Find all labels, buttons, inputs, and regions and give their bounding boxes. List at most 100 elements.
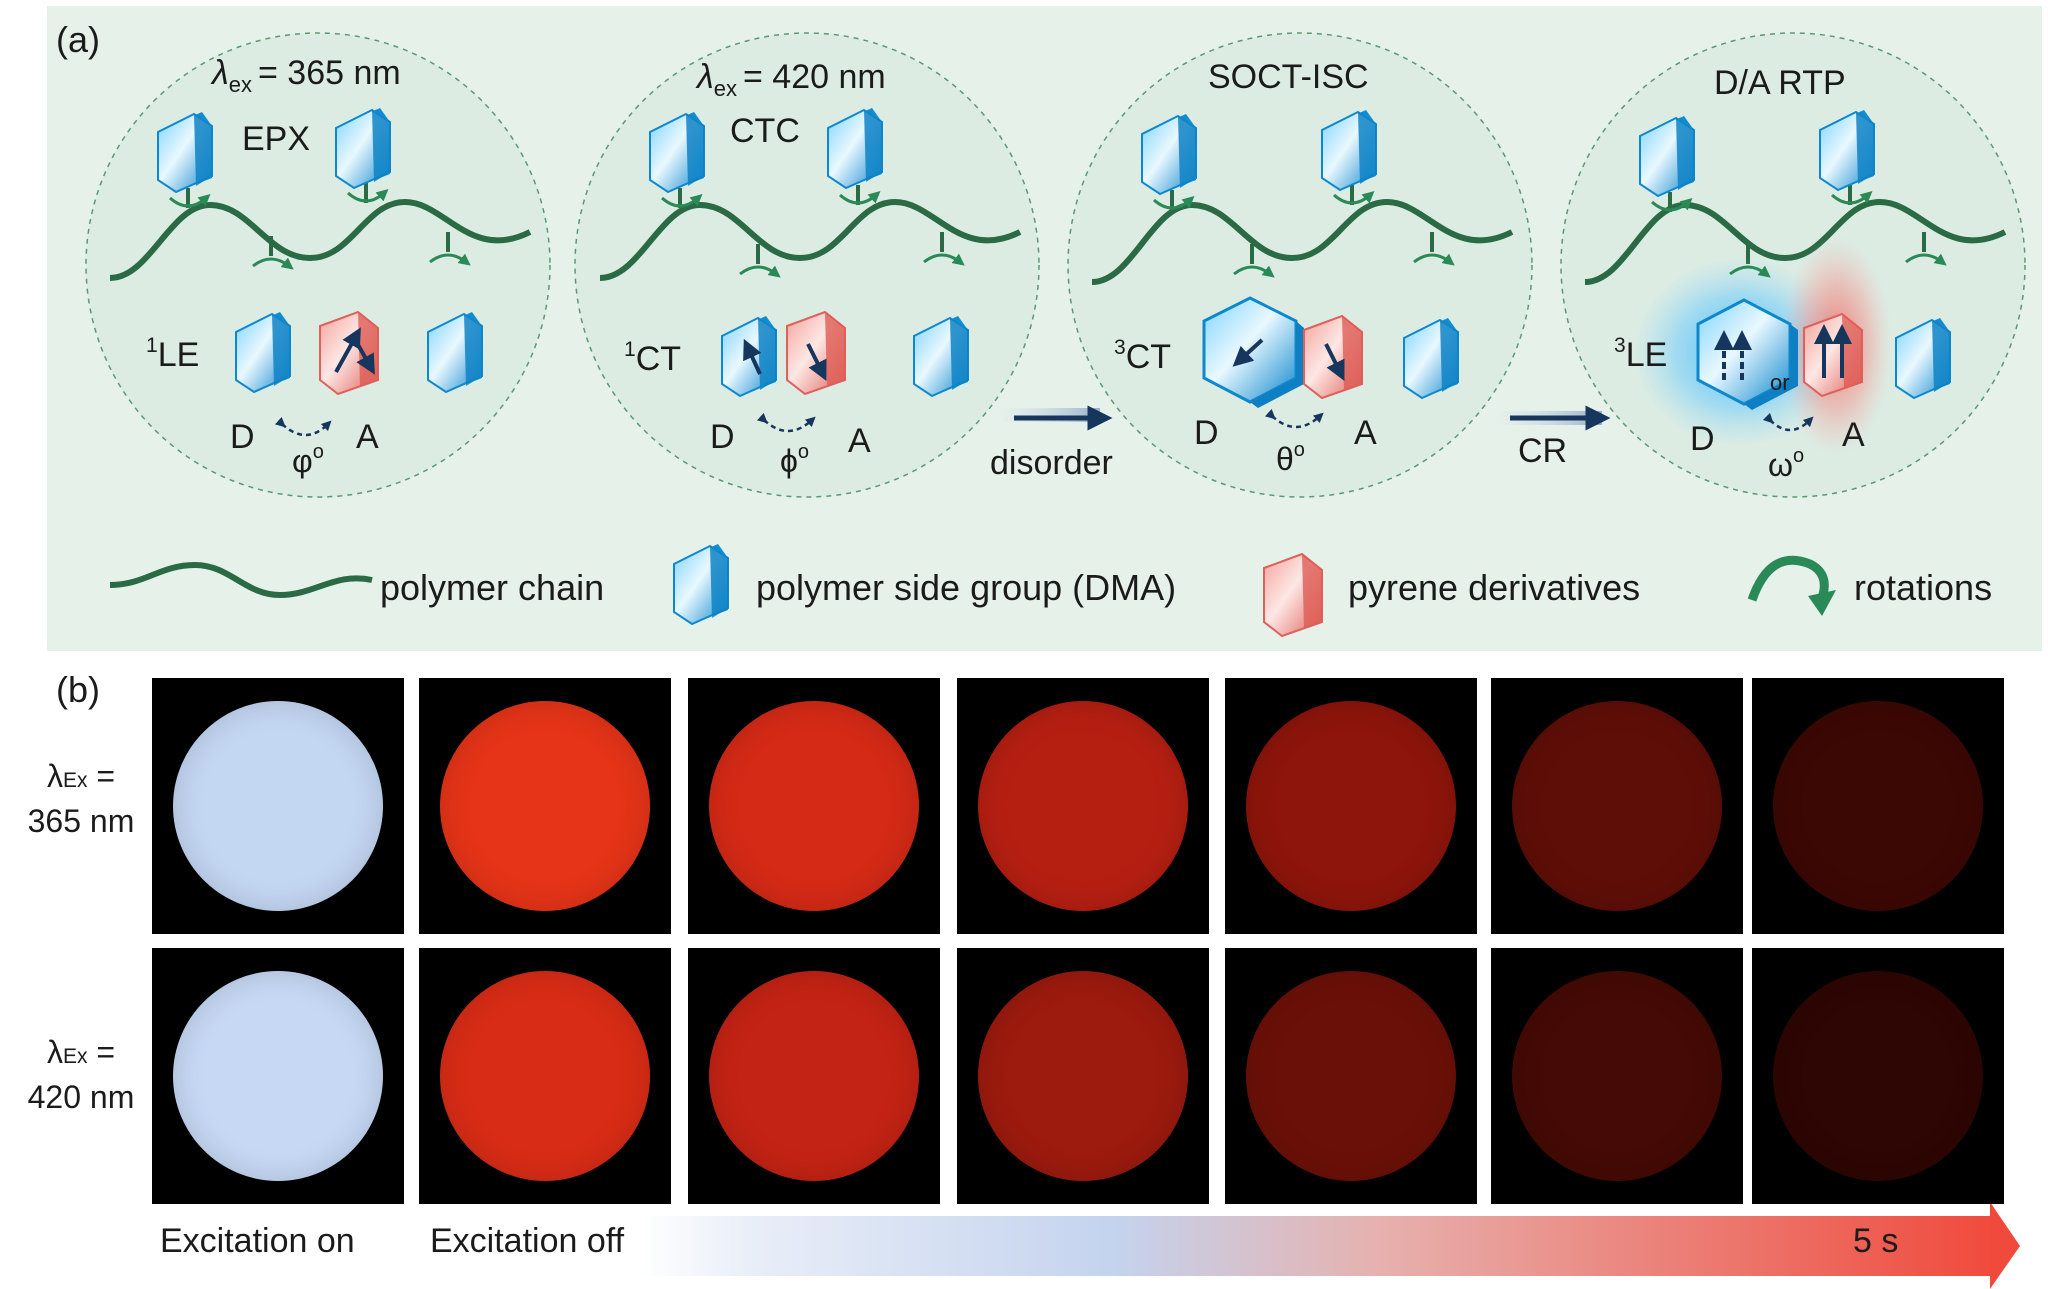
rotation-arrow bbox=[1333, 191, 1375, 205]
transition-label: disorder bbox=[990, 444, 1113, 482]
angle-arrow bbox=[1762, 412, 1814, 432]
emission-disc bbox=[978, 971, 1188, 1181]
spin-arrow bbox=[1232, 338, 1264, 367]
angle-symbol: ϕ bbox=[780, 443, 798, 479]
photo-tile bbox=[152, 948, 404, 1204]
photo-tile bbox=[957, 948, 1209, 1204]
rotation-arrow bbox=[1153, 196, 1195, 210]
lambda-sub: ex bbox=[714, 76, 737, 101]
state-label: LE bbox=[1626, 336, 1668, 374]
angle-sup: o bbox=[1294, 439, 1305, 461]
stage-da-rtp: D/A RTP or 3LE D A ωo bbox=[1560, 32, 2026, 498]
rotation-arrow bbox=[252, 257, 294, 270]
polymer-chain bbox=[1584, 198, 2007, 285]
time-end-label: 5 s bbox=[1853, 1222, 1899, 1260]
emission-disc bbox=[173, 701, 383, 911]
wavelength-value: 420 nm bbox=[27, 1079, 135, 1115]
spin-arrow bbox=[743, 338, 762, 375]
excitation-off-label: Excitation off bbox=[430, 1222, 625, 1260]
photo-tile bbox=[688, 678, 940, 934]
acceptor-label: A bbox=[848, 422, 871, 460]
spin-arrow bbox=[806, 343, 827, 381]
photo-tile bbox=[688, 948, 940, 1204]
photo-tile bbox=[152, 678, 404, 934]
angle-symbol: θ bbox=[1276, 441, 1294, 477]
angle-sup: o bbox=[798, 441, 809, 463]
legend-pyrene-label: pyrene derivatives bbox=[1348, 567, 1640, 608]
emission-disc bbox=[978, 701, 1188, 911]
rotation-arrow bbox=[169, 194, 211, 208]
donor-label: D bbox=[710, 418, 735, 456]
equals-sign: = bbox=[96, 758, 116, 794]
rotation-arrow bbox=[1413, 253, 1455, 266]
lambda-symbol: λ bbox=[46, 1034, 63, 1070]
angle-symbol: ω bbox=[1768, 447, 1793, 483]
rotation-arrow bbox=[839, 191, 881, 205]
state-sup: 3 bbox=[1614, 334, 1626, 357]
svg-text:3LE: 3LE bbox=[1614, 334, 1667, 374]
svg-text:3CT: 3CT bbox=[1114, 336, 1171, 376]
emission-disc bbox=[440, 701, 650, 911]
photo-tile bbox=[957, 678, 1209, 934]
emission-disc bbox=[1246, 971, 1456, 1181]
angle-sup: o bbox=[1793, 445, 1804, 467]
state-sup: 1 bbox=[146, 334, 158, 357]
stage-title: D/A RTP bbox=[1714, 64, 1846, 102]
angle-sup: o bbox=[313, 441, 324, 463]
lambda-sub: ex bbox=[229, 72, 252, 97]
acceptor-label: A bbox=[356, 418, 379, 456]
rotation-arrow bbox=[1651, 198, 1693, 212]
rotation-arrow bbox=[661, 194, 703, 208]
complex-label: EPX bbox=[242, 120, 310, 158]
excitation-on-label: Excitation on bbox=[160, 1222, 355, 1260]
rotation-arrow bbox=[923, 253, 965, 266]
svg-text:1LE: 1LE bbox=[146, 334, 199, 374]
svg-text:1CT: 1CT bbox=[624, 338, 681, 378]
spin-arrow bbox=[1324, 343, 1345, 381]
legend: polymer chain polymer side group (DMA) p… bbox=[109, 543, 1992, 637]
decay-time-bar bbox=[640, 1216, 1995, 1276]
row-label-365: λEx = 365 nm bbox=[6, 756, 156, 841]
polymer-chain bbox=[599, 198, 1022, 281]
stage-soct-isc: SOCT-ISC 3CT D A θo bbox=[1067, 32, 1533, 498]
lambda-symbol: λ bbox=[210, 54, 229, 92]
stage-epx: λex= 365 nm EPX 1LE D A φo bbox=[85, 32, 551, 498]
angle-arrow bbox=[1264, 408, 1324, 429]
state-label: CT bbox=[636, 340, 681, 378]
row-label-420: λEx = 420 nm bbox=[6, 1032, 156, 1117]
lambda-symbol: λ bbox=[695, 58, 714, 96]
emission-disc bbox=[1512, 701, 1722, 911]
transition-cr: CR bbox=[1500, 405, 1611, 470]
polymer-chain bbox=[109, 198, 532, 281]
photo-tile bbox=[1491, 678, 1743, 934]
emission-disc bbox=[709, 971, 919, 1181]
rotation-arrow bbox=[347, 189, 389, 203]
panel-a-label: (a) bbox=[56, 19, 100, 60]
photo-tile bbox=[1225, 678, 1477, 934]
legend-chain-swatch bbox=[109, 561, 373, 599]
legend-side-group-label: polymer side group (DMA) bbox=[756, 567, 1176, 608]
transition-label: CR bbox=[1518, 432, 1567, 470]
stage-title: SOCT-ISC bbox=[1208, 58, 1369, 96]
photo-tile bbox=[1225, 948, 1477, 1204]
spin-arrow bbox=[350, 333, 375, 375]
stage-ctc: λex= 420 nm CTC 1CT D A ϕo bbox=[574, 32, 1040, 498]
complex-label: CTC bbox=[730, 112, 800, 150]
emission-disc bbox=[440, 971, 650, 1181]
stage-circle bbox=[85, 32, 551, 498]
stage-circle bbox=[574, 32, 1040, 498]
acceptor-molecule bbox=[1803, 313, 1863, 397]
angle-arrow bbox=[274, 416, 332, 437]
angle-arrow bbox=[756, 412, 816, 433]
state-label: CT bbox=[1126, 338, 1171, 376]
lambda-sub: Ex bbox=[62, 769, 88, 792]
photo-tile bbox=[1491, 948, 1743, 1204]
emission-disc bbox=[709, 701, 919, 911]
emission-disc bbox=[1512, 971, 1722, 1181]
acceptor-label: A bbox=[1354, 414, 1377, 452]
emission-disc bbox=[1246, 701, 1456, 911]
donor-label: D bbox=[1690, 420, 1715, 458]
polymer-chain bbox=[1091, 198, 1514, 285]
donor-label: D bbox=[230, 418, 255, 456]
